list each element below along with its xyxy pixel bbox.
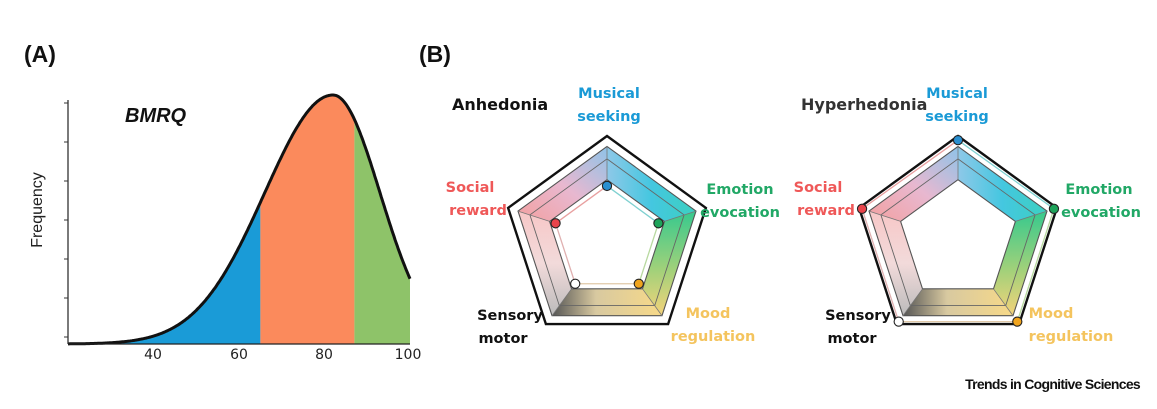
- radar-marker-social-reward: [550, 218, 561, 229]
- radar-spoke: [902, 288, 923, 316]
- radar-band-sensory-motor: [518, 211, 572, 316]
- radar-spoke: [868, 210, 901, 222]
- radar-mid-ring: [529, 158, 685, 307]
- panel-a-label: (A): [24, 41, 56, 67]
- radar-data-edge: [957, 139, 1055, 210]
- x-tick-label: 80: [315, 347, 333, 363]
- y-axis-ticks: [64, 102, 68, 338]
- radar-spoke: [642, 288, 663, 316]
- panel-b-label: (B): [419, 41, 451, 67]
- radar-spoke: [1015, 210, 1048, 222]
- radar-data-edge: [1016, 208, 1055, 322]
- radar-marker-mood-regulation: [633, 278, 644, 289]
- radar-band-mood-regulation: [903, 288, 1013, 316]
- x-tick-label: 40: [144, 347, 162, 363]
- radar-data-edge: [638, 223, 660, 284]
- radar-title-hyperhedonia: Hyperhedonia: [801, 95, 927, 114]
- radar-band-musical-seeking: [958, 146, 1047, 222]
- radar-hyperhedonia: [856, 134, 1060, 327]
- bmrq-distribution-chart: 40 60 80 100 Frequency BMRQ: [29, 93, 422, 363]
- radar-marker-emotion-evocation: [653, 218, 664, 229]
- radar-band-outer-edge: [868, 145, 1048, 317]
- radar-marker-social-reward: [856, 203, 868, 214]
- radar-spoke: [993, 288, 1014, 316]
- journal-credit: Trends in Cognitive Sciences: [965, 376, 1141, 392]
- radar-band-emotion-evocation: [993, 211, 1047, 316]
- radar-data-edge: [861, 208, 900, 322]
- chart-title: BMRQ: [125, 105, 187, 127]
- radar-band-outer-edge: [517, 145, 697, 317]
- radar-spoke: [517, 210, 550, 222]
- radar-marker-musical-seeking: [952, 135, 964, 146]
- y-axis-label: Frequency: [29, 172, 46, 248]
- radar-band-mood-regulation: [552, 288, 662, 316]
- radar-marker-emotion-evocation: [1048, 203, 1060, 214]
- radar-anhedonia: [506, 134, 708, 326]
- radar-data-edge: [555, 185, 608, 224]
- region-low: [68, 202, 261, 344]
- radar-marker-sensory-motor: [570, 278, 581, 289]
- radar-band-social-reward: [869, 146, 958, 222]
- radar-data-edge: [554, 223, 576, 284]
- radar-band-musical-seeking: [607, 146, 696, 222]
- radar-spoke: [551, 288, 572, 316]
- radar-marker-sensory-motor: [893, 316, 904, 327]
- radar-marker-mood-regulation: [1012, 316, 1023, 327]
- radar-inner-field: [899, 179, 1017, 290]
- radar-band-sensory-motor: [869, 211, 923, 316]
- radar-spoke: [664, 210, 697, 222]
- x-tick-label: 100: [395, 347, 422, 363]
- x-tick-label: 60: [230, 347, 248, 363]
- region-typical: [260, 95, 355, 344]
- radar-marker-musical-seeking: [601, 180, 613, 192]
- radar-band-social-reward: [518, 146, 607, 222]
- region-high: [354, 119, 410, 345]
- radar-mid-ring: [880, 158, 1036, 307]
- distribution-curve: [68, 93, 412, 346]
- radar-data-edge: [861, 139, 959, 210]
- radar-title-anhedonia: Anhedonia: [452, 95, 548, 114]
- radar-data-edge: [606, 185, 659, 224]
- radar-band-emotion-evocation: [642, 211, 696, 316]
